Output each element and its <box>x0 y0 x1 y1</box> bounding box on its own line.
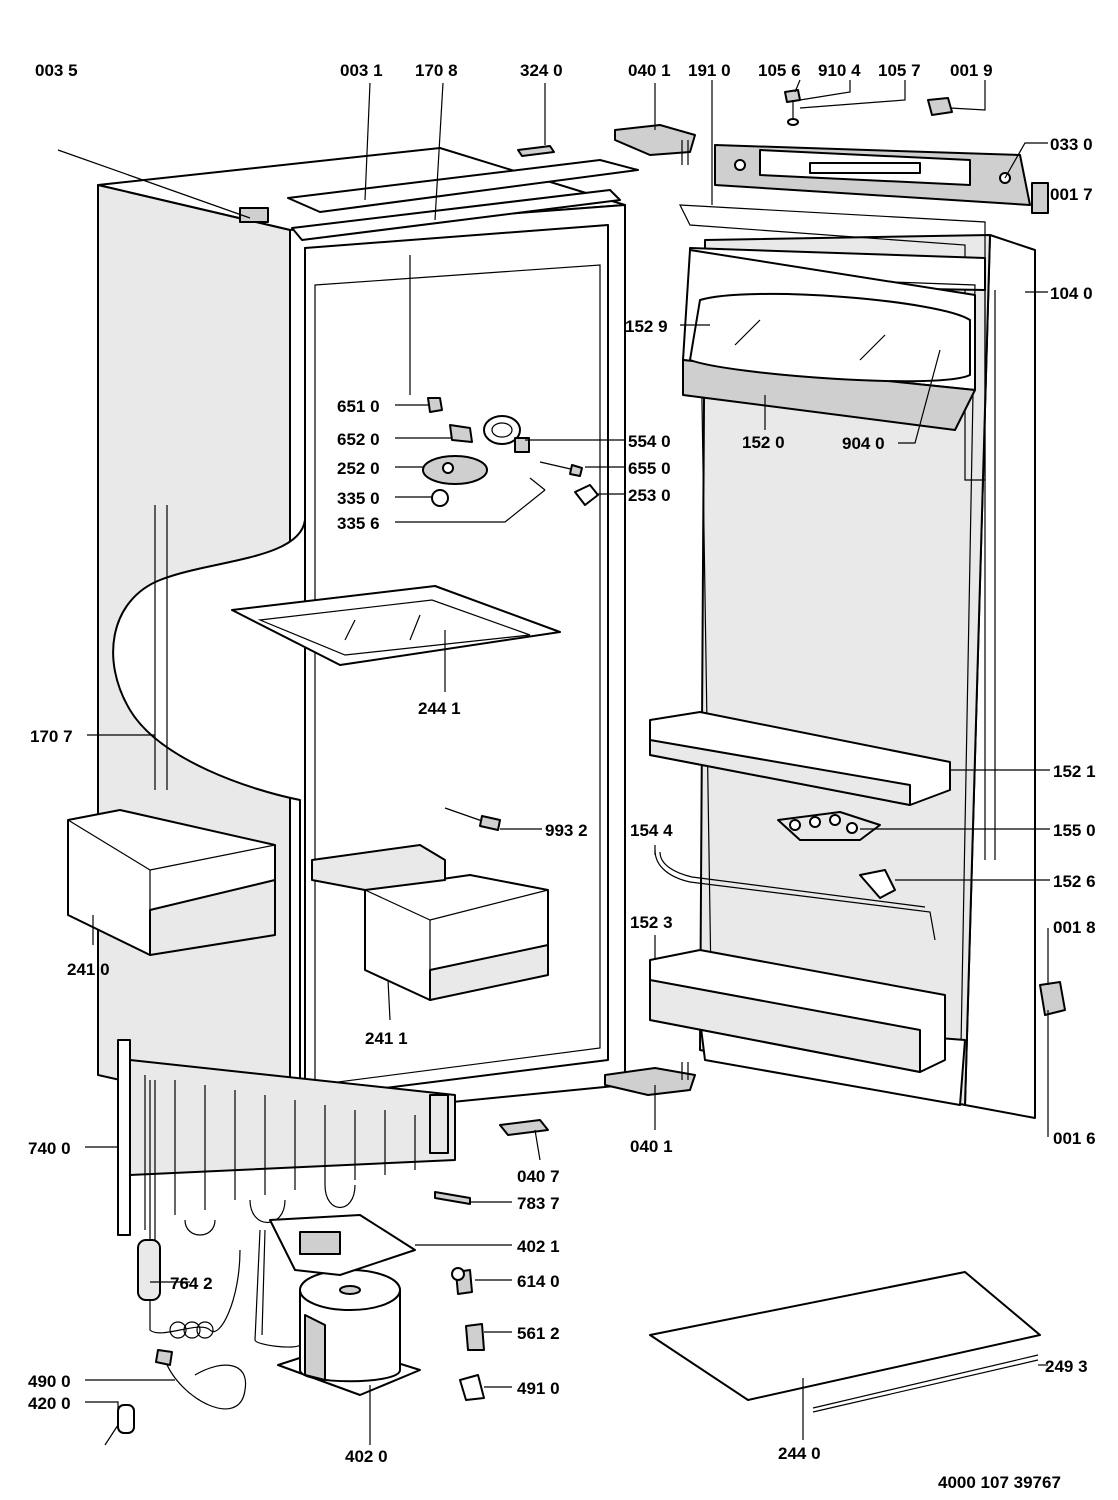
label-9040: 904 0 <box>842 434 885 453</box>
label-1056: 105 6 <box>758 61 801 80</box>
label-1910: 191 0 <box>688 61 731 80</box>
top-hinge <box>614 124 696 165</box>
label-0401-bottom: 040 1 <box>630 1137 673 1156</box>
label-4021: 402 1 <box>517 1237 560 1256</box>
bottom-hinge <box>604 1062 696 1096</box>
compressor <box>254 1214 421 1396</box>
part-labels: 003 5 003 1 170 8 324 0 040 1 191 0 105 … <box>28 61 1096 1492</box>
label-9104: 910 4 <box>818 61 861 80</box>
label-5540: 554 0 <box>628 432 671 451</box>
condenser <box>117 1039 456 1250</box>
lower-door-hinge-pin <box>1039 981 1066 1030</box>
sensor-probe <box>444 807 501 831</box>
label-1707: 170 7 <box>30 727 73 746</box>
label-1521: 152 1 <box>1053 762 1096 781</box>
crisper-drawer-left <box>67 809 276 956</box>
label-6510: 651 0 <box>337 397 380 416</box>
label-1708: 170 8 <box>415 61 458 80</box>
door-bracket <box>714 144 1031 206</box>
label-7400: 740 0 <box>28 1139 71 1158</box>
plinth-cover <box>649 1271 1041 1413</box>
label-1544: 154 4 <box>630 821 673 840</box>
label-0407: 040 7 <box>517 1167 560 1186</box>
label-9932: 993 2 <box>545 821 588 840</box>
label-3350: 335 0 <box>337 489 380 508</box>
label-4200: 420 0 <box>28 1394 71 1413</box>
label-2410: 241 0 <box>67 960 110 979</box>
label-2520: 252 0 <box>337 459 380 478</box>
label-1057: 105 7 <box>878 61 921 80</box>
door-shelf-upper <box>649 711 951 806</box>
label-6520: 652 0 <box>337 430 380 449</box>
leader-lines <box>57 79 1050 1445</box>
label-4020: 402 0 <box>345 1447 388 1466</box>
label-3240: 324 0 <box>520 61 563 80</box>
drier-and-power-cord <box>104 1239 247 1446</box>
door-shelf-lower <box>649 949 946 1073</box>
label-4900: 490 0 <box>28 1372 71 1391</box>
label-0031: 003 1 <box>340 61 383 80</box>
label-5612: 561 2 <box>517 1324 560 1343</box>
label-0035: 003 5 <box>35 61 78 80</box>
label-4910: 491 0 <box>517 1379 560 1398</box>
label-7837: 783 7 <box>517 1194 560 1213</box>
label-0401-top: 040 1 <box>628 61 671 80</box>
light-and-thermostat-parts <box>422 397 599 507</box>
egg-tray <box>777 811 881 841</box>
label-0017: 001 7 <box>1050 185 1093 204</box>
crisper-drawer-right <box>311 844 549 1001</box>
label-0330: 033 0 <box>1050 135 1093 154</box>
label-2440: 244 0 <box>778 1444 821 1463</box>
label-1550: 155 0 <box>1053 821 1096 840</box>
label-2411: 241 1 <box>365 1029 408 1048</box>
label-0018: 001 8 <box>1053 918 1096 937</box>
label-1523: 152 3 <box>630 913 673 932</box>
label-0019: 001 9 <box>950 61 993 80</box>
label-6550: 655 0 <box>628 459 671 478</box>
label-2441: 244 1 <box>418 699 461 718</box>
label-2530: 253 0 <box>628 486 671 505</box>
bottle-rail <box>654 849 936 941</box>
label-0016: 001 6 <box>1053 1129 1096 1148</box>
door-clip <box>859 869 896 899</box>
label-6140: 614 0 <box>517 1272 560 1291</box>
small-electrical-parts <box>434 1119 549 1401</box>
label-1529: 152 9 <box>625 317 668 336</box>
label-2493: 249 3 <box>1045 1357 1088 1376</box>
label-1040: 104 0 <box>1050 284 1093 303</box>
door-end-cap <box>1031 182 1049 214</box>
label-1526: 152 6 <box>1053 872 1096 891</box>
label-1520: 152 0 <box>742 433 785 452</box>
label-3356: 335 6 <box>337 514 380 533</box>
label-7642: 764 2 <box>170 1274 213 1293</box>
drawing-number: 4000 107 39767 <box>938 1473 1061 1492</box>
glass-shelf <box>231 585 561 666</box>
